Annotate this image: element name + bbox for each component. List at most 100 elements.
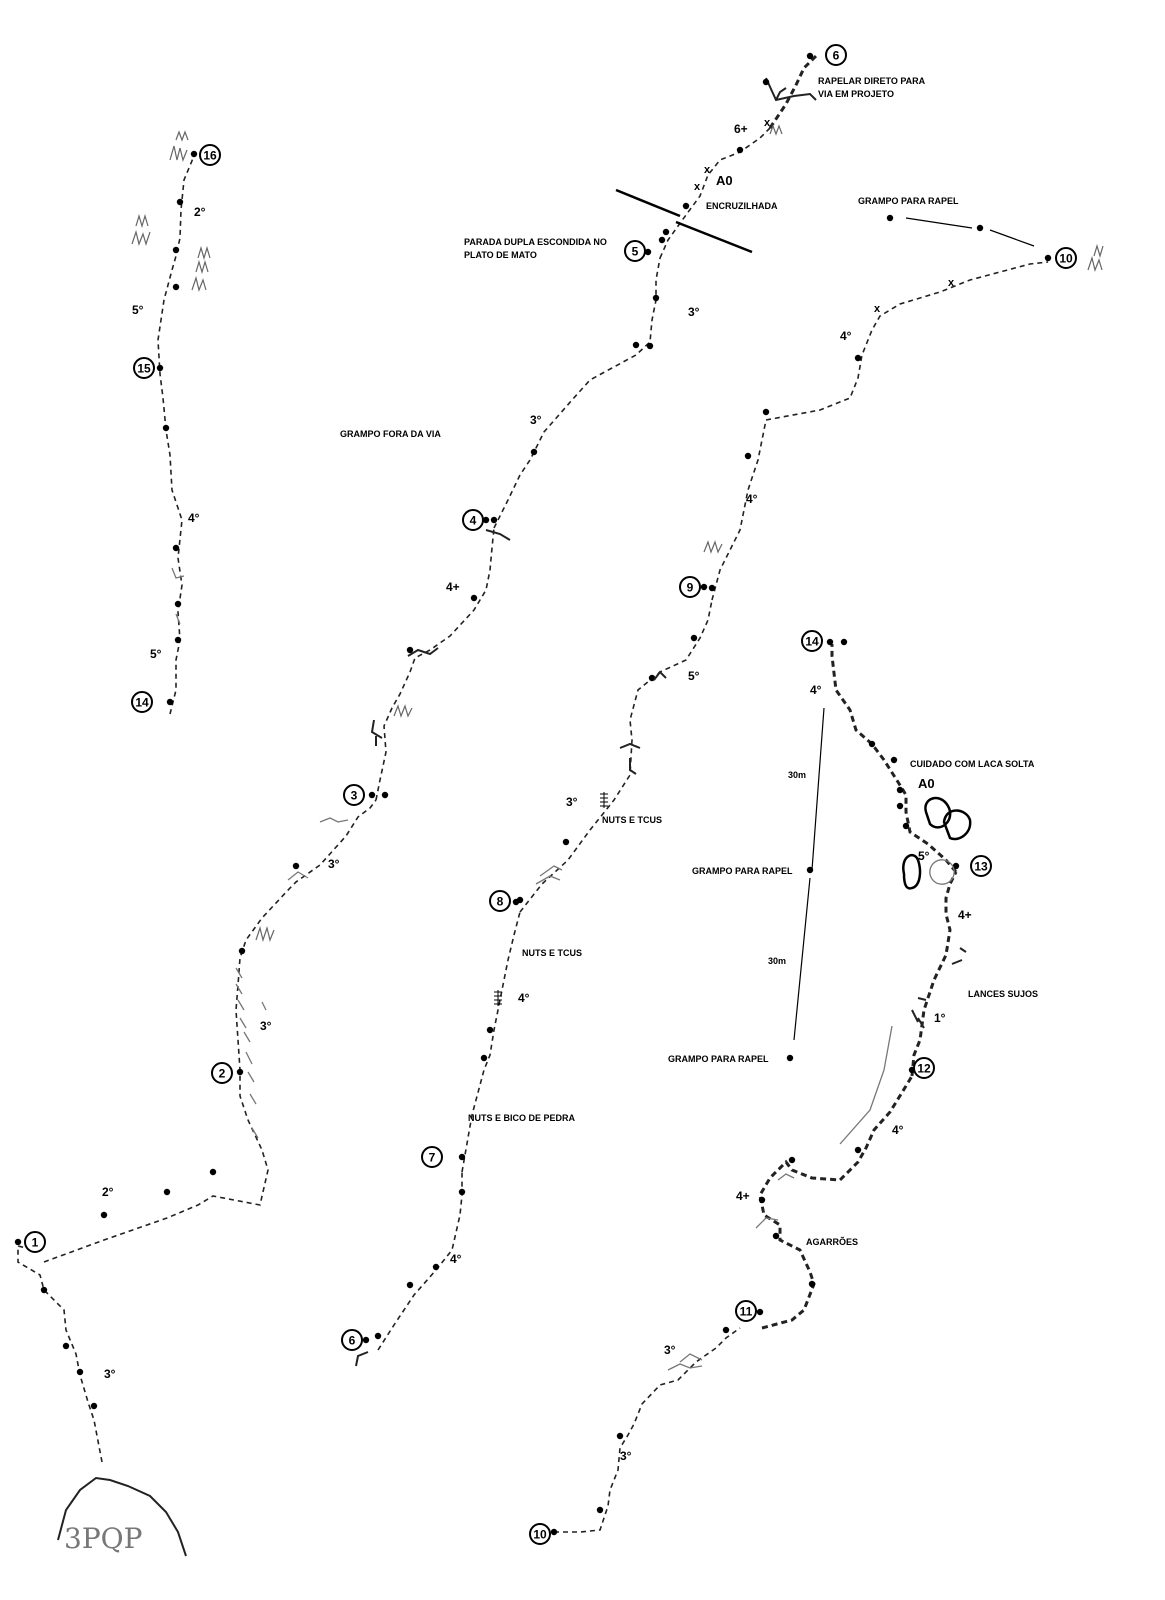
pitch-grade: 6+ [734,122,748,136]
station-number: 10 [533,1528,547,1542]
bolt [596,1506,604,1514]
station-number: 8 [497,895,504,909]
pitch-grade: 4° [746,492,758,506]
pitch-grade: 4° [188,511,200,525]
overhang-sketch-top [765,77,817,102]
bolt [174,636,182,644]
bolt [662,228,670,236]
station-number: 5 [632,245,639,259]
bolt [512,898,520,906]
bolt [550,1528,558,1536]
pitch-grade: 3° [620,1449,632,1463]
bolt [652,294,660,302]
bolt [806,52,814,60]
route-line-5-6 [659,127,771,259]
bolt [368,791,376,799]
route-line-1-2 [43,799,377,1263]
bolt [174,600,182,608]
pitch-grade: 5° [150,647,162,661]
bolt [886,214,894,222]
base-rock-sketch [57,1476,187,1557]
bolt [458,1188,466,1196]
bolt [646,342,654,350]
station-number: 11 [740,1305,753,1319]
bolt [100,1211,108,1219]
route-line-10-11 [554,1327,741,1533]
pitch-grades: 2°5°4°5°3°2°3°3°4+3°3°6+4°4°3°5°4°4°3°3°… [102,122,972,1463]
bolt [902,822,910,830]
station-s13: 13 [970,855,992,877]
pitch-grade: 4° [518,991,530,1005]
bolt [530,448,538,456]
rappel-link-top [905,217,973,229]
loose-flakes [902,796,972,890]
route-line-12-13 [910,871,958,1077]
station-s2: 2 [211,1062,233,1084]
note-rapel-direto-1: RAPELAR DIRETO PARA [818,76,926,86]
pitch-grade: 5° [132,303,144,317]
bolt [172,246,180,254]
station-number: 7 [429,1151,436,1165]
bolt [14,1238,22,1246]
pitch-grade: 4° [810,683,822,697]
bolt [76,1368,84,1376]
bolt [868,740,876,748]
bolt [690,634,698,642]
station-circle [679,576,701,598]
note-parada-dupla-2: PLATO DE MATO [464,250,537,260]
bolt [90,1402,98,1410]
bolt [648,674,656,682]
bolt [808,1280,816,1288]
station-number: 16 [203,149,217,163]
bolt [976,224,984,232]
bolt [432,1263,440,1271]
station-circle [624,240,646,262]
route-notes: RAPELAR DIRETO PARA VIA EM PROJETO ENCRU… [340,76,1038,1247]
bolt [292,862,300,870]
route-line-7-8 [461,911,521,1173]
pitch-grade: 4° [892,1123,904,1137]
bolt [736,146,744,154]
station-number: 12 [917,1062,931,1076]
bolt [616,1432,624,1440]
station-number: 2 [219,1067,226,1081]
bolt [470,594,478,602]
route-line-3-4 [375,527,495,801]
bolt [480,1054,488,1062]
bolt [772,1232,780,1240]
bolt [406,1281,414,1289]
station-circle [24,1231,46,1253]
bolts [14,52,1052,1536]
station-circle [913,1057,935,1079]
bolt [826,638,834,646]
aid-a0-top: A0 [716,173,733,188]
station-s10-top: 10 [1055,247,1077,269]
station-s4: 4 [462,509,484,531]
station-s6-top: 6 [825,44,847,66]
note-grampo-rapel-mid: GRAMPO PARA RAPEL [692,866,793,876]
bolt [62,1342,70,1350]
pitch-grade: 4° [840,329,852,343]
x-mark: x [704,164,711,176]
note-cuidado: CUIDADO COM LACA SOLTA [910,759,1035,769]
route-line-11-12 [758,1075,914,1330]
station-s3: 3 [343,784,365,806]
x-mark: x [764,117,771,129]
bolt [952,862,960,870]
bolt [632,341,640,349]
station-circle [133,357,155,379]
bolt [490,516,498,524]
pitch-grade: 3° [260,1019,272,1033]
bolt [172,283,180,291]
bolt [658,236,666,244]
station-number: 6 [833,49,840,63]
bolt [40,1286,48,1294]
station-s10-bottom: 10 [529,1523,551,1545]
station-number: 6 [349,1334,356,1348]
station-circle [462,509,484,531]
note-lances-sujos: LANCES SUJOS [968,989,1038,999]
note-30m-b: 30m [768,956,786,966]
station-s15: 15 [133,357,155,379]
